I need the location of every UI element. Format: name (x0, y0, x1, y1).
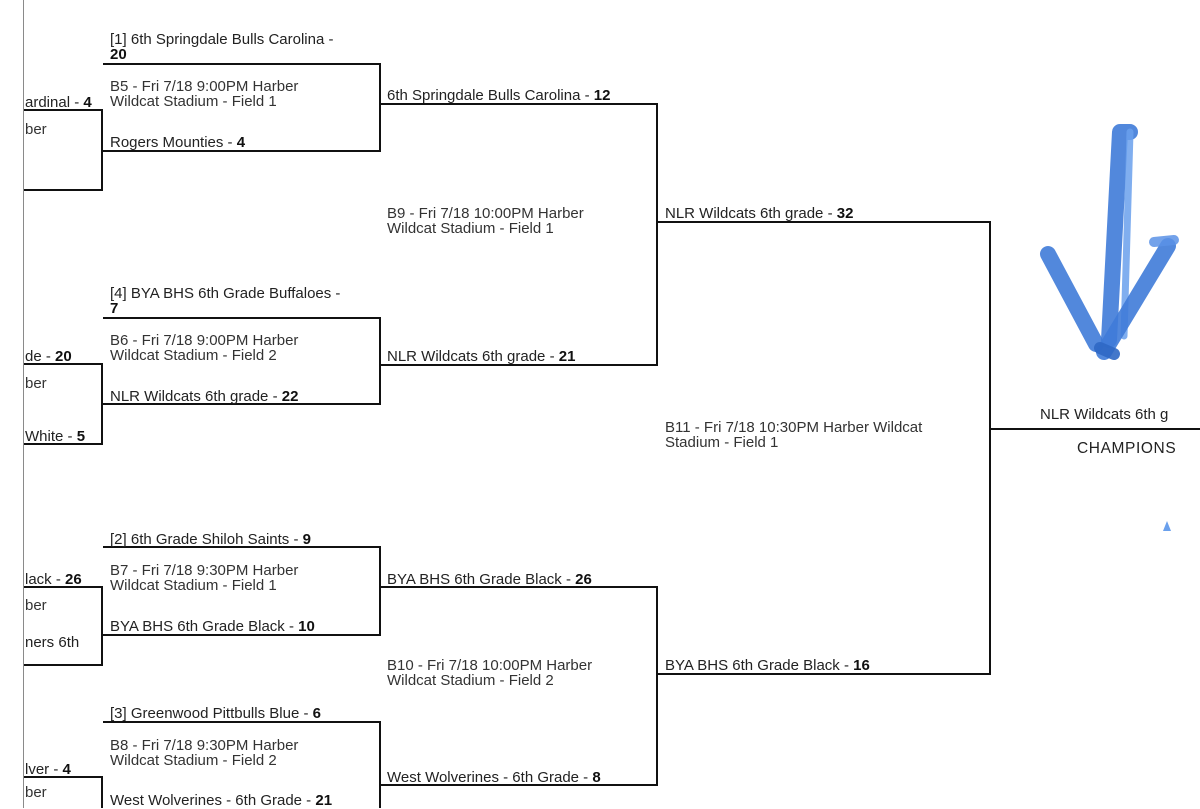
partial-team: ardinal - 4 (25, 94, 92, 111)
partial-game-info: ber (25, 597, 47, 614)
team-entry[interactable]: [3] Greenwood Pittbulls Blue - 6 (110, 705, 321, 722)
partial-game-info: ber (25, 784, 47, 801)
team-entry[interactable]: Rogers Mounties - 4 (110, 134, 246, 151)
team-entry[interactable]: BYA BHS 6th Grade Black - 26 (387, 571, 592, 588)
partial-game-info: ber (25, 375, 47, 392)
team-entry[interactable]: West Wolverines - 6th Grade - 8 (387, 769, 601, 786)
team-entry[interactable]: NLR Wildcats 6th grade - 32 (665, 205, 854, 222)
team-entry[interactable]: [4] BYA BHS 6th Grade Buffaloes - 7 (110, 285, 341, 317)
team-entry[interactable]: NLR Wildcats 6th grade - 22 (110, 388, 299, 405)
team-entry[interactable]: [2] 6th Grade Shiloh Saints - 9 (110, 531, 311, 548)
partial-team: lack - 26 (25, 571, 82, 588)
partial-team: de - 20 (25, 348, 72, 365)
partial-team: lver - 4 (25, 761, 71, 778)
down-arrow-icon (1040, 124, 1179, 360)
team-entry[interactable]: [1] 6th Springdale Bulls Carolina - 20 (110, 31, 334, 63)
partial-team: ners 6th (25, 634, 80, 651)
team-entry[interactable]: BYA BHS 6th Grade Black - 16 (665, 657, 870, 674)
page-left-border (23, 0, 24, 808)
team-entry[interactable]: 6th Springdale Bulls Carolina - 12 (387, 87, 611, 104)
team-entry[interactable]: West Wolverines - 6th Grade - 21 (110, 792, 333, 809)
champions-label-wrap: CHAMPIONS (1077, 438, 1200, 462)
team-entry[interactable]: BYA BHS 6th Grade Black - 10 (110, 618, 315, 635)
champion-team[interactable]: NLR Wildcats 6th g (1040, 406, 1169, 423)
small-arrow-icon (1163, 521, 1171, 531)
champions-label: CHAMPIONS (1077, 440, 1177, 457)
partial-team: White - 5 (25, 428, 86, 445)
team-entry[interactable]: NLR Wildcats 6th grade - 21 (387, 348, 576, 365)
partial-game-info: ber (25, 121, 47, 138)
